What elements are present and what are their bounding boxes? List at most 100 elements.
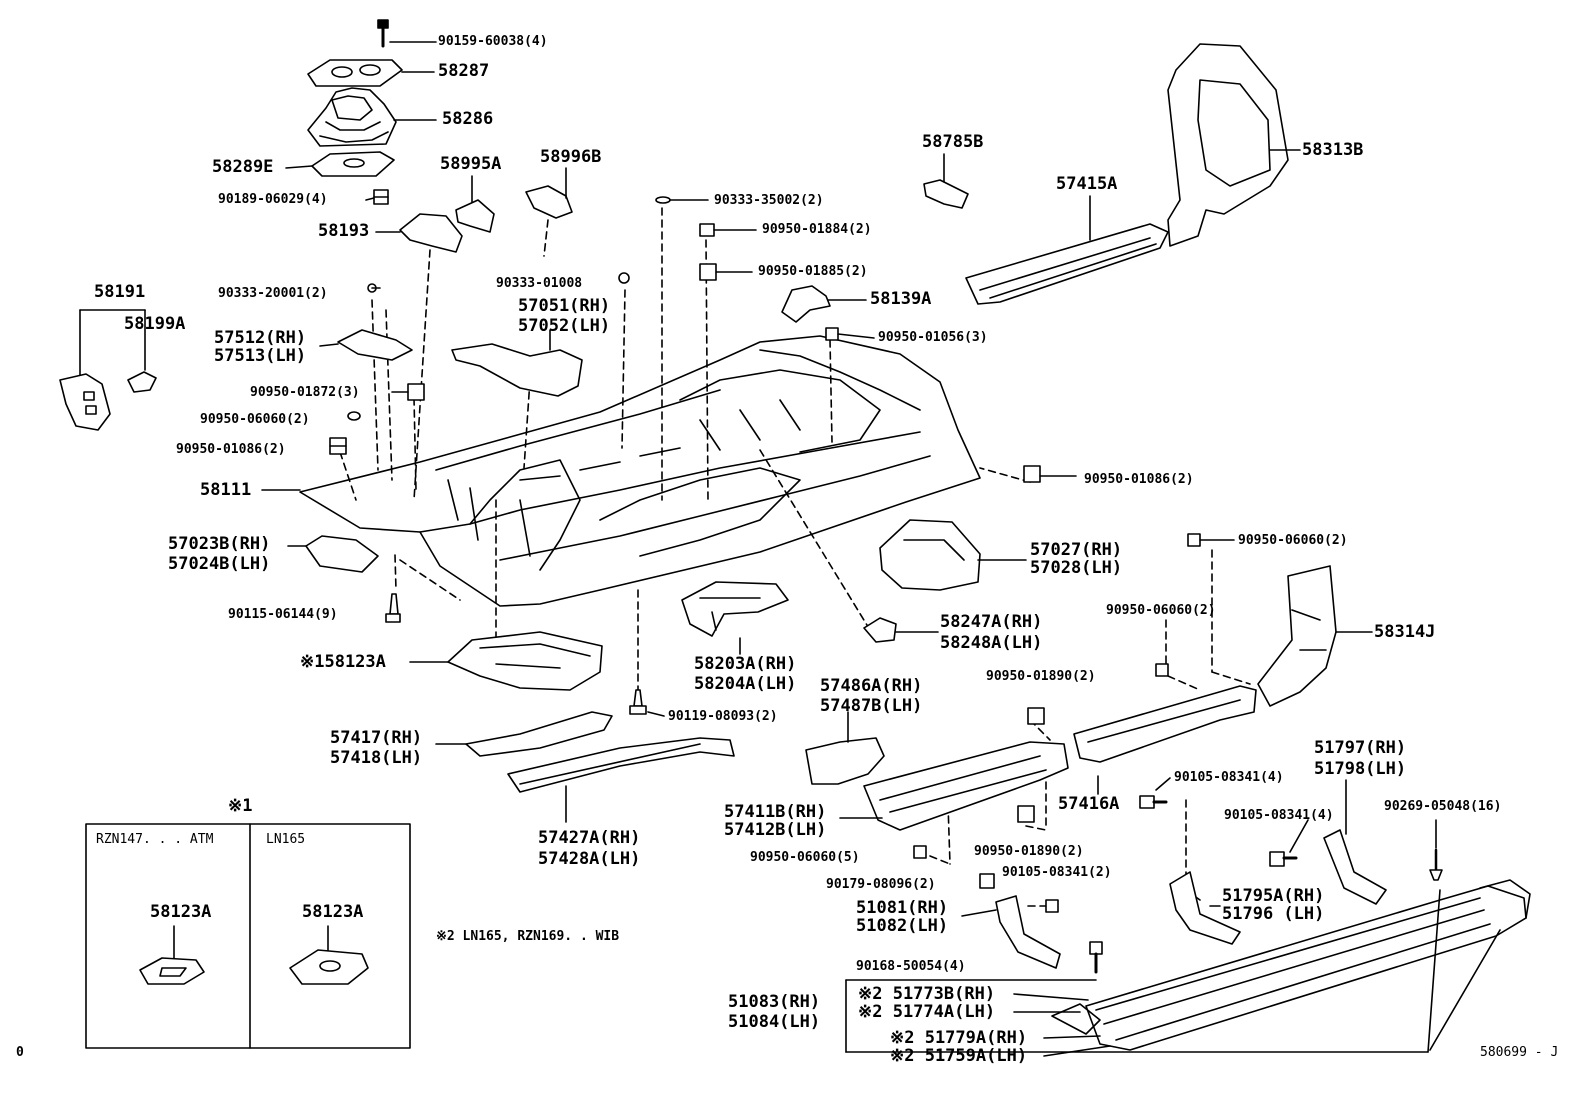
step-bracket-51797 [1323,829,1387,905]
label-58248a: 58248A(LH) [940,633,1043,653]
label-90950-01884: 90950-01884(2) [762,222,872,237]
label-58204a: 58204A(LH) [694,674,797,694]
label-58193: 58193 [318,221,370,241]
label-57051: 57051(RH) [518,296,611,316]
label-57427a: 57427A(RH) [538,828,641,848]
label-90159-60038: 90159-60038(4) [438,34,548,49]
rocker-inner-57415a [965,223,1169,305]
label-57417: 57417(RH) [330,728,423,748]
label-58139a: 58139A [870,289,932,309]
label-57512: 57512(RH) [214,328,307,348]
label-57024b: 57024B(LH) [168,554,271,574]
label-51773b: ※2 51773B(RH) [858,984,996,1004]
label-90950-01056: 90950-01056(3) [878,330,988,345]
bracket-58193 [399,213,463,253]
label-58191: 58191 [94,282,146,302]
label-90333-20001: 90333-20001(2) [218,286,328,301]
bracket-58995a [455,199,495,233]
bracket-57023b [305,535,379,573]
label-57486a: 57486A(RH) [820,676,923,696]
nut-icon [373,189,389,205]
step-bracket-51081 [995,895,1061,969]
label-51774a: ※2 51774A(LH) [858,1002,996,1022]
label-51795a: 51795A(RH) [1222,886,1325,906]
label-58996b: 58996B [540,147,602,167]
label-57487b: 57487B(LH) [820,696,923,716]
bolt-icon [1089,941,1103,974]
label-90950-06060-d: 90950-06060(5) [750,850,860,865]
inset-box [85,823,411,1049]
bracket-58785b [923,179,969,209]
label-90189-06029: 90189-06029(4) [218,192,328,207]
bracket-57486a [805,737,885,785]
member-57427a [507,737,735,793]
inset-right-part: 58123A [302,902,364,922]
label-58199a: 58199A [124,314,186,334]
label-90179-08096: 90179-08096(2) [826,877,936,892]
label-90950-06060-b: 90950-06060(2) [1238,533,1348,548]
diagram-id: 580699 - J [1480,1045,1559,1060]
note-1-mark: ※1 [228,796,253,816]
label-51796: 51796 (LH) [1222,904,1325,924]
boot-retainer-58287 [307,59,403,87]
label-90105-08341-a: 90105-08341(4) [1174,770,1284,785]
page-number: 0 [16,1045,24,1060]
label-90950-06060-c: 90950-06060(2) [1106,603,1216,618]
label-58111: 58111 [200,480,252,500]
inset-left-title: RZN147. . . ATM [96,832,214,847]
bracket-58203a [681,581,789,637]
bracket-58996b [525,185,573,219]
label-90333-35002: 90333-35002(2) [714,193,824,208]
bracket-58139a [781,285,831,323]
label-57052: 57052(LH) [518,316,611,336]
label-90950-01086-b: 90950-01086(2) [1084,472,1194,487]
label-58995a: 58995A [440,154,502,174]
clip-58199a [127,371,157,393]
shift-boot-58286 [307,87,397,147]
label-57415a: 57415A [1056,174,1118,194]
bracket-58247a [863,617,897,643]
label-51798: 51798(LH) [1314,759,1407,779]
label-57412b: 57412B(LH) [724,820,827,840]
label-58286: 58286 [442,109,494,129]
label-90119-08093: 90119-08093(2) [668,709,778,724]
label-51081: 51081(RH) [856,898,949,918]
label-90269-05048: 90269-05048(16) [1384,799,1502,814]
label-57416a: 57416A [1058,794,1120,814]
label-58287: 58287 [438,61,490,81]
label-57428a: 57428A(LH) [538,849,641,869]
inset-left-part: 58123A [150,902,212,922]
label-57411b: 57411B(RH) [724,802,827,822]
label-58785b: 58785B [922,132,984,152]
label-51082: 51082(LH) [856,916,949,936]
center-pillar-58313b [1167,43,1289,247]
label-90950-01086-a: 90950-01086(2) [176,442,286,457]
tunnel-panel-58123a [447,631,603,691]
rocker-57416a [1073,685,1257,763]
bracket-57512 [337,329,413,361]
label-58314j: 58314J [1374,622,1436,642]
label-90168-50054: 90168-50054(4) [856,959,966,974]
label-58289e: 58289E [212,157,274,177]
step-bracket-51795a [1169,871,1241,945]
label-90950-01890-a: 90950-01890(2) [986,669,1096,684]
label-58313b: 58313B [1302,140,1364,160]
rocker-57411b [863,741,1069,831]
label-90105-08341-b: 90105-08341(4) [1224,808,1334,823]
label-90333-01008: 90333-01008 [496,276,583,291]
boot-plate-58289e [311,151,395,177]
label-158123a: ※158123A [300,652,386,672]
bracket-58191 [59,373,111,431]
label-90105-08341-c: 90105-08341(2) [1002,865,1112,880]
label-57028: 57028(LH) [1030,558,1123,578]
label-57418: 57418(LH) [330,748,423,768]
member-57417 [465,711,613,757]
label-90950-01890-b: 90950-01890(2) [974,844,1084,859]
clip-icon [1429,848,1443,881]
crossmember-57051 [451,343,583,397]
label-58203a: 58203A(RH) [694,654,797,674]
label-90115-06144: 90115-06144(9) [228,607,338,622]
label-58247a: 58247A(RH) [940,612,1043,632]
reinforcement-57027 [879,519,981,591]
